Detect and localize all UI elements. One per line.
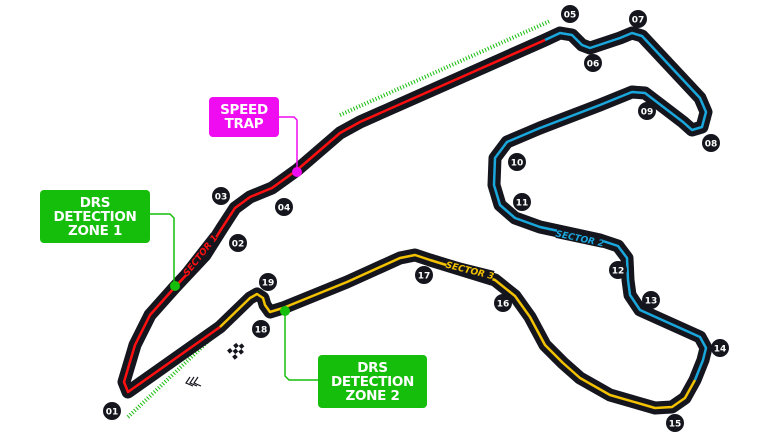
direction-chevron-icon [193,376,202,387]
direction-chevron-icon [189,376,198,387]
drs-detection-zone-2-callout: DRS DETECTION ZONE 2 [318,355,427,408]
corner-marker [642,291,660,309]
corner-label-01: 01 [106,408,119,418]
track-surface [117,26,713,415]
corner-marker [103,402,121,420]
sector-label-bg [445,259,495,281]
corner-label-10: 10 [511,159,524,169]
sector-1-line [122,38,546,394]
corner-marker [275,198,293,216]
corner-marker [609,261,627,279]
corner-label-08: 08 [705,140,718,150]
sector-2-line [492,31,708,381]
checkered-flag-icon [227,342,245,360]
drs1-line-1: DRS [79,194,111,211]
corner-marker [229,234,247,252]
drs1-leader [150,213,175,286]
corner-marker [638,102,656,120]
drs2-line-1: DRS [357,359,388,376]
corner-label-14: 14 [714,345,727,355]
speed-trap-marker [292,167,302,177]
drs-detection-2-marker [280,306,290,316]
corner-marker [212,187,230,205]
drs-detection-zone-1-callout: DRS DETECTION ZONE 1 [40,190,150,243]
sector-label-1: SECTOR 1 [182,233,220,278]
corner-marker [252,320,270,338]
drs1-line-2: DETECTION [53,208,137,225]
speed-trap-line-1: SPEED [220,102,268,118]
corner-marker [513,193,531,211]
drs-zone-1-line [339,19,551,117]
corner-label-02: 02 [232,240,245,250]
corner-marker [508,153,526,171]
sector-label-bg [181,233,219,277]
corner-marker [561,5,579,23]
corner-label-06: 06 [587,60,600,70]
drs2-line-2: DETECTION [330,373,415,390]
corner-marker [702,134,720,152]
corner-label-07: 07 [632,16,645,26]
speed-trap-leader [279,116,298,172]
direction-chevron-icon [185,376,194,387]
corner-label-12: 12 [612,267,625,277]
corner-marker [259,273,277,291]
corner-marker [666,414,684,432]
corner-label-11: 11 [516,199,529,209]
corner-marker [584,54,602,72]
speed-trap-callout: SPEED TRAP [209,97,279,137]
drs-detection-1-marker [170,281,180,291]
corner-marker [629,10,647,28]
corner-label-09: 09 [641,108,654,118]
corner-label-17: 17 [418,272,431,282]
speed-trap-line-2: TRAP [224,116,264,132]
corner-marker [415,266,433,284]
sector-label-3: SECTOR 3 [444,261,494,283]
corner-label-16: 16 [497,300,510,310]
corner-marker [711,339,729,357]
corner-label-13: 13 [645,297,658,307]
corner-label-05: 05 [564,11,577,21]
drs2-leader [284,311,318,381]
corner-label-03: 03 [215,193,228,203]
corner-label-18: 18 [255,326,268,336]
corner-label-15: 15 [669,420,682,430]
corner-label-19: 19 [262,279,275,289]
drs2-line-3: ZONE 2 [345,387,400,404]
sector-label-bg [555,228,605,248]
corner-marker [494,294,512,312]
drs1-line-3: ZONE 1 [67,222,123,239]
corner-label-04: 04 [278,204,291,214]
